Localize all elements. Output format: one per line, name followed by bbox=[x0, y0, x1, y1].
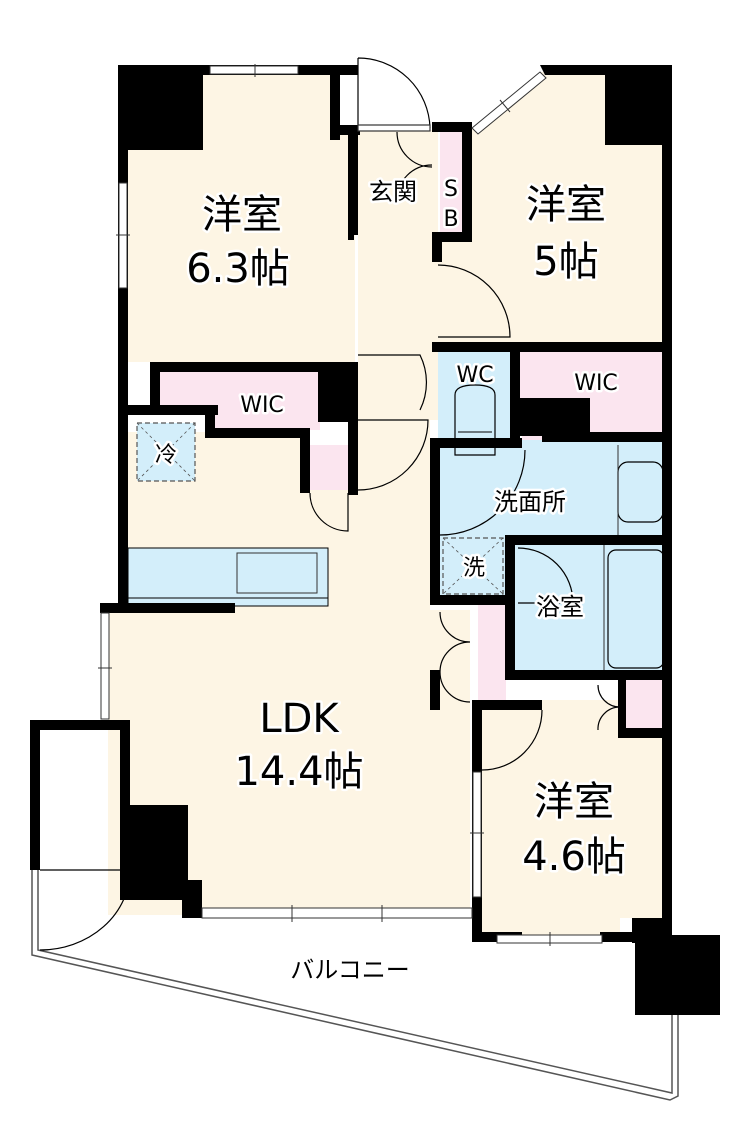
label-shoe-box-b: B bbox=[443, 207, 458, 232]
room-name-western-3: 洋室 bbox=[534, 779, 614, 825]
wic-2 bbox=[520, 352, 668, 435]
room-name-western-2: 洋室 bbox=[526, 182, 606, 228]
label-shoe-box-s: S bbox=[444, 177, 458, 202]
shoe-box bbox=[440, 130, 462, 238]
label-wc: WC bbox=[456, 363, 493, 388]
label-bathroom: 浴室 bbox=[536, 593, 584, 621]
toilet bbox=[454, 384, 496, 456]
wic-1 bbox=[160, 370, 320, 430]
label-entrance: 玄関 bbox=[369, 178, 417, 206]
entrance-area bbox=[358, 130, 438, 420]
label-wic-1: WIC bbox=[240, 393, 284, 418]
room-name-western-1: 洋室 bbox=[202, 192, 282, 238]
label-balcony: バルコニー bbox=[290, 956, 410, 984]
room-size-western-1: 6.3帖 bbox=[186, 246, 290, 292]
label-washer: 洗 bbox=[463, 556, 485, 581]
washroom bbox=[438, 440, 668, 535]
bathtub bbox=[603, 542, 665, 672]
room-size-ldk: 14.4帖 bbox=[234, 749, 363, 795]
washer-pan bbox=[440, 535, 508, 597]
balcony bbox=[31, 870, 679, 1101]
room-size-western-3: 4.6帖 bbox=[522, 834, 626, 880]
room-name-ldk: LDK bbox=[259, 696, 340, 742]
label-wic-2: WIC bbox=[574, 371, 618, 396]
western-room-4-6 bbox=[478, 700, 668, 935]
label-fridge: 冷 bbox=[155, 443, 177, 468]
doors bbox=[39, 57, 621, 951]
washbasin bbox=[617, 445, 664, 535]
room-size-western-2: 5帖 bbox=[533, 239, 598, 285]
kitchen-counter bbox=[127, 547, 329, 607]
label-washroom: 洗面所 bbox=[494, 488, 566, 516]
walls bbox=[30, 65, 720, 1015]
windows bbox=[98, 64, 603, 946]
